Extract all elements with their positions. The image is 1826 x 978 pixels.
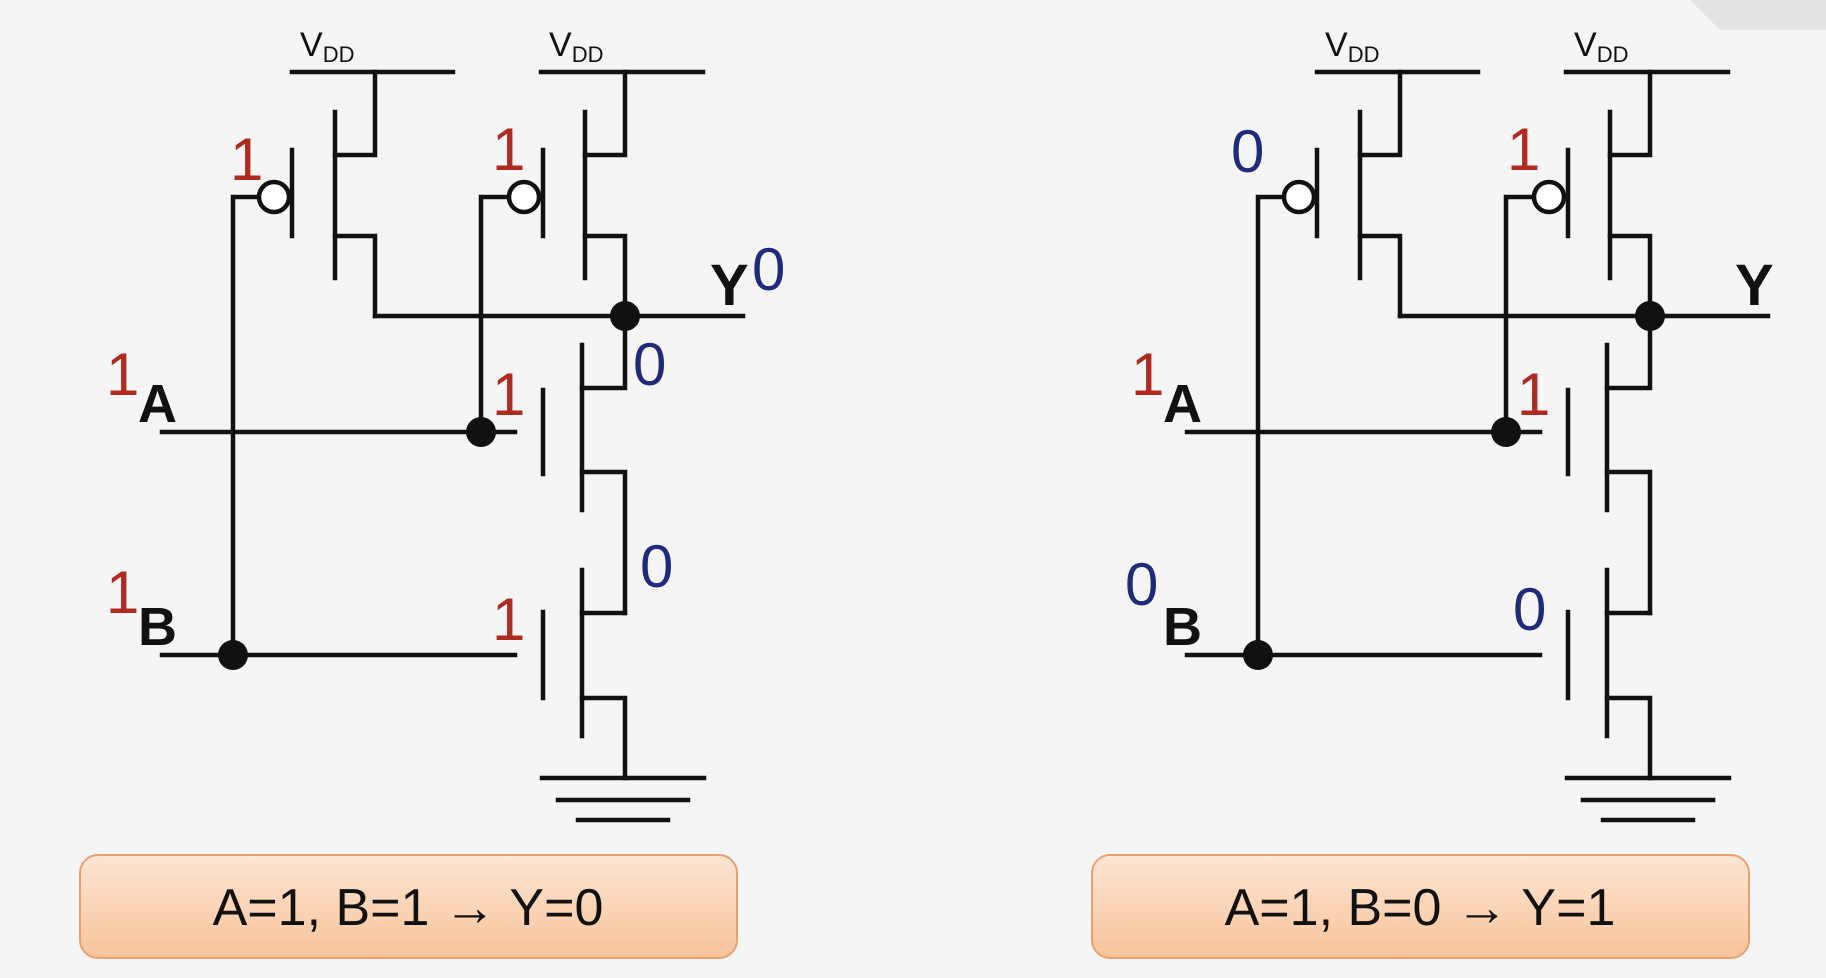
input-b-label: B <box>1163 597 1202 657</box>
input-a-level: 1 <box>1131 341 1164 408</box>
pmos-b-bubble <box>1531 179 1567 215</box>
pmos-a-bubble <box>1281 179 1317 215</box>
caption-text-1: A=1, B=1 → Y=0 <box>213 879 604 937</box>
vdd-label-2: VDD <box>549 26 603 67</box>
vdd-label-1: VDD <box>1325 26 1379 67</box>
nmos-a-gate-level: 1 <box>492 361 525 428</box>
circuit-panel-2: VDD VDD Y A B 0 1 1 1 0 0 A=1, B=0 → Y=1 <box>1091 26 1774 959</box>
nmos-a-gate-level: 1 <box>1517 361 1550 428</box>
input-a-level: 1 <box>106 341 139 408</box>
input-a-junction-dot <box>1491 417 1521 447</box>
vdd-label-1: VDD <box>300 26 354 67</box>
mid-node-level: 0 <box>640 533 673 600</box>
corner-decoration <box>1690 0 1826 30</box>
input-b-junction-dot <box>1243 640 1273 670</box>
input-b-label: B <box>138 597 177 657</box>
output-junction-dot <box>1635 301 1665 331</box>
output-junction-dot <box>610 301 640 331</box>
nmos-b-gate-level: 0 <box>1513 576 1546 643</box>
input-a-label: A <box>1163 374 1202 434</box>
pmos-a-bubble <box>256 179 292 215</box>
caption-box-2 <box>1091 854 1750 959</box>
output-node-level: 0 <box>633 331 666 398</box>
pmos-a-gate-level: 0 <box>1231 118 1264 185</box>
pmos-b-bubble <box>506 179 542 215</box>
pmos-b-gate-level: 1 <box>492 116 525 183</box>
caption-text-2: A=1, B=0 → Y=1 <box>1225 879 1616 937</box>
input-a-junction-dot <box>466 417 496 447</box>
input-a-label: A <box>138 374 177 434</box>
circuit-wires <box>1184 69 1771 823</box>
input-b-level: 0 <box>1125 551 1158 618</box>
circuit-panel-1: VDD VDD Y A B 1 1 0 0 0 1 1 1 1 A=1, B=1… <box>79 26 785 959</box>
nmos-b-gate-level: 1 <box>492 586 525 653</box>
input-b-level: 1 <box>106 559 139 626</box>
output-y-label: Y <box>710 253 749 318</box>
output-level: 0 <box>752 236 785 303</box>
output-y-label: Y <box>1735 253 1774 318</box>
vdd-label-2: VDD <box>1574 26 1628 67</box>
caption-box-1 <box>79 854 738 959</box>
pmos-b-gate-level: 1 <box>1507 116 1540 183</box>
input-b-junction-dot <box>218 640 248 670</box>
pmos-a-gate-level: 1 <box>230 126 263 193</box>
circuit-wires <box>159 69 746 823</box>
